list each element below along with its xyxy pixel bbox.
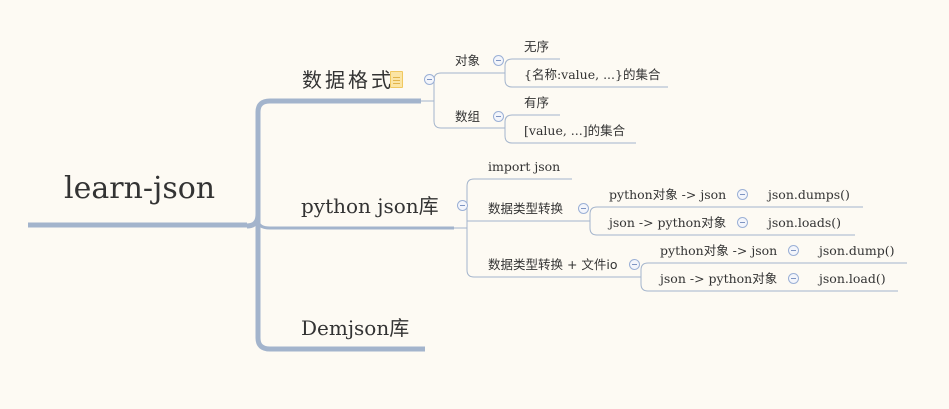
topic-json-dumps[interactable]: json.dumps() <box>768 187 850 202</box>
topic-json-load[interactable]: json.load() <box>819 271 886 286</box>
collapse-icon[interactable] <box>737 189 748 200</box>
topic-array-set[interactable]: [value, ...]的集合 <box>524 123 626 138</box>
topic-json-to-py[interactable]: json -> python对象 <box>609 215 727 230</box>
root-topic[interactable]: learn-json <box>64 171 216 206</box>
branch-python-json[interactable]: python json库 <box>301 194 439 218</box>
topic-object-set[interactable]: {名称:value, ...}的集合 <box>524 67 661 82</box>
topic-py-to-json[interactable]: python对象 -> json <box>609 187 727 202</box>
topic-type-conversion-file-io[interactable]: 数据类型转换 + 文件io <box>488 257 618 272</box>
topic-json-loads[interactable]: json.loads() <box>768 215 841 230</box>
collapse-icon[interactable] <box>457 200 468 211</box>
branch-demjson[interactable]: Demjson库 <box>301 316 410 340</box>
topic-array[interactable]: 数组 <box>455 109 481 124</box>
topic-type-conversion[interactable]: 数据类型转换 <box>488 201 564 216</box>
topic-object[interactable]: 对象 <box>455 53 481 68</box>
collapse-icon[interactable] <box>578 203 589 214</box>
collapse-icon[interactable] <box>493 55 504 66</box>
collapse-icon[interactable] <box>424 74 435 85</box>
topic-json-to-py[interactable]: json -> python对象 <box>660 271 778 286</box>
collapse-icon[interactable] <box>629 259 640 270</box>
note-icon[interactable] <box>390 71 403 88</box>
collapse-icon[interactable] <box>788 245 799 256</box>
topic-json-dump[interactable]: json.dump() <box>819 243 895 258</box>
topic-unordered[interactable]: 无序 <box>524 39 550 54</box>
topic-ordered[interactable]: 有序 <box>524 95 550 110</box>
topic-py-to-json[interactable]: python对象 -> json <box>660 243 778 258</box>
collapse-icon[interactable] <box>788 273 799 284</box>
branch-data-format[interactable]: 数据格式 <box>302 68 394 92</box>
topic-import-json[interactable]: import json <box>488 159 561 174</box>
collapse-icon[interactable] <box>493 111 504 122</box>
collapse-icon[interactable] <box>737 217 748 228</box>
